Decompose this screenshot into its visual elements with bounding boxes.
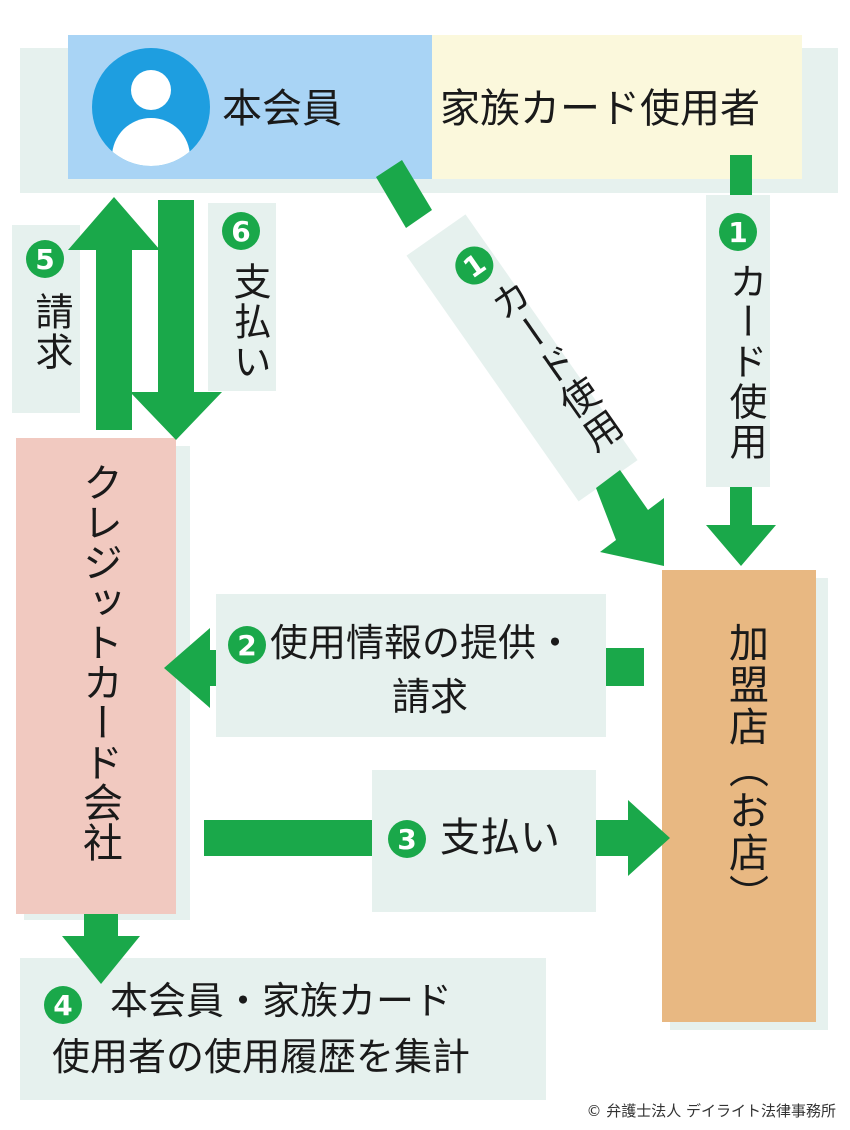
arrow-step1-family-top <box>730 155 752 195</box>
arrow-step1-member-bottom <box>596 470 664 566</box>
step3-label: 支払い <box>440 815 560 861</box>
arrow-step2-right-stub <box>606 648 644 686</box>
card-company-box <box>16 438 176 914</box>
step2-badge: 2 <box>228 626 266 664</box>
step1-family-label: カード使用 <box>723 262 767 462</box>
arrow-step5-up <box>68 197 160 430</box>
step5-badge: 5 <box>26 240 64 278</box>
member-label: 本会員 <box>222 86 342 132</box>
arrow-step1-member-top <box>376 160 432 228</box>
merchant-box <box>662 570 816 1022</box>
step2-label-line2: 請求 <box>392 675 469 719</box>
arrow-step6-down <box>130 200 222 440</box>
person-avatar-icon <box>92 48 210 166</box>
step4-panel <box>20 958 546 1100</box>
step2-label-line1: 使用情報の提供・ <box>270 621 575 665</box>
family-label: 家族カード使用者 <box>440 86 760 132</box>
arrow-step4-down <box>62 914 140 984</box>
step6-label: 支払い <box>227 262 271 382</box>
step6-badge: 6 <box>222 212 260 250</box>
step2-panel <box>216 594 606 737</box>
arrow-step3-left-shaft <box>204 820 372 856</box>
credit-text: © 弁護士法人 デイライト法律事務所 <box>586 1102 836 1120</box>
step1-family-badge: 1 <box>719 213 757 251</box>
merchant-label: 加盟店（お店） <box>722 622 768 916</box>
arrow-step3-right <box>596 800 670 876</box>
step4-badge: 4 <box>44 986 82 1024</box>
step4-label-line2: 使用者の使用履歴を集計 <box>52 1035 471 1079</box>
step5-label: 請求 <box>29 292 73 372</box>
step3-badge: 3 <box>388 820 426 858</box>
arrow-step2-left <box>164 628 216 708</box>
card-company-label: クレジットカード会社 <box>76 462 122 862</box>
arrow-step1-family-bottom <box>706 487 776 566</box>
step4-label-line1: 本会員・家族カード <box>110 979 453 1023</box>
